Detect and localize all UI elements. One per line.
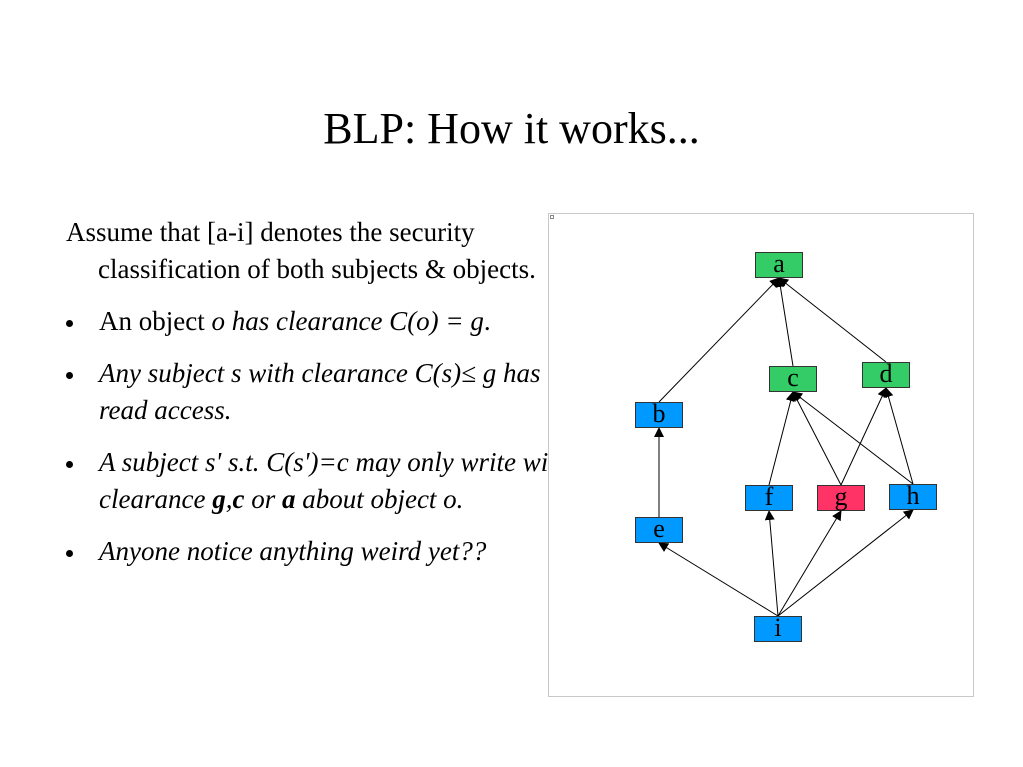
lattice-edges xyxy=(654,277,914,617)
edge-d-to-a xyxy=(778,277,887,363)
bullet-dot-icon xyxy=(66,320,73,327)
node-d: d xyxy=(862,361,910,388)
bullet-text-italic: Anyone notice anything weird yet?? xyxy=(99,536,487,566)
node-i: i xyxy=(754,615,802,642)
bullet-item-question: Anyone notice anything weird yet?? xyxy=(66,533,586,570)
bullet-text-italic: A subject s' s.t. C(s')=c may only write… xyxy=(99,447,570,514)
image-placeholder-icon xyxy=(550,215,554,219)
edge-i-to-f xyxy=(764,510,779,617)
edge-b-to-a xyxy=(658,277,780,403)
node-g: g xyxy=(817,484,865,511)
bullet-dot-icon xyxy=(66,461,73,468)
bullet-dot-icon xyxy=(66,372,73,379)
bullet-item-write-access: A subject s' s.t. C(s')=c may only write… xyxy=(66,444,586,518)
node-e: e xyxy=(635,516,683,543)
node-f: f xyxy=(745,484,793,511)
edge-i-to-e xyxy=(658,542,779,617)
bullet-item-object-clearance: An object o has clearance C(o) = g. xyxy=(66,303,586,340)
bullet-item-read-access: Any subject s with clearance C(s)≤ g has… xyxy=(66,355,586,429)
intro-paragraph: Assume that [a-i] denotes the security c… xyxy=(66,217,536,284)
edge-f-to-c xyxy=(768,391,796,486)
bullet-text-italic: about object o. xyxy=(295,484,464,514)
edge-h-to-c xyxy=(792,391,914,485)
edge-c-to-a xyxy=(775,277,794,367)
bullet-text-bold: c xyxy=(232,484,245,514)
node-c: c xyxy=(769,365,817,392)
edge-i-to-h xyxy=(777,509,914,617)
bullet-text-plain: An object xyxy=(99,306,212,336)
bullet-text-bold: a xyxy=(281,484,296,514)
edge-g-to-c xyxy=(792,391,842,486)
bullet-text-italic: or xyxy=(244,484,282,514)
node-h: h xyxy=(889,483,937,510)
bullet-dot-icon xyxy=(66,550,73,557)
edge-g-to-d xyxy=(840,387,887,486)
node-b: b xyxy=(635,401,683,428)
bullet-text-italic: o has clearance C(o) = g xyxy=(211,306,484,336)
bullet-text-plain: . xyxy=(483,306,491,336)
node-a: a xyxy=(755,251,803,278)
slide-body: Assume that [a-i] denotes the security c… xyxy=(66,214,586,585)
edge-h-to-d xyxy=(883,387,914,485)
edge-i-to-g xyxy=(777,510,842,617)
slide-title: BLP: How it works... xyxy=(323,104,700,153)
bullet-text-italic: , xyxy=(225,484,233,514)
bullet-text-bold: g xyxy=(212,484,226,514)
bullet-text-italic: Any subject s with clearance C(s)≤ g has… xyxy=(99,358,541,425)
